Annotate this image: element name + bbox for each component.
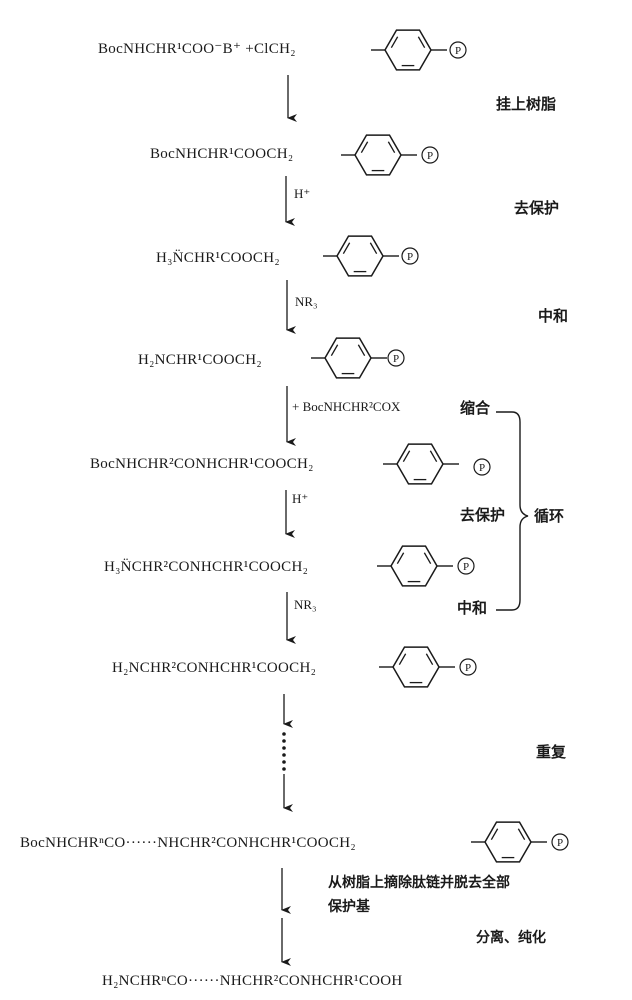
- benzene-ring: [471, 821, 547, 863]
- reagent-h-plus-2: H⁺: [292, 491, 308, 506]
- step-attach-label: 挂上树脂: [496, 95, 556, 113]
- formula-boc-aa-resin: BocNHCHR¹COOCH₂: [150, 146, 293, 162]
- reagent-h-plus: H⁺: [294, 186, 310, 201]
- resin-p-icon: P: [421, 146, 439, 164]
- formula-boc-amino-acid-salt: BocNHCHR¹COO⁻B⁺ +ClCH₂: [98, 41, 296, 57]
- benzene-ring: [379, 646, 455, 688]
- step-repeat-label: 重复: [536, 743, 567, 761]
- resin-p-label: P: [557, 837, 563, 849]
- resin-p-label: P: [407, 251, 413, 263]
- resin-p-label: P: [465, 662, 471, 674]
- formula-boc-dipeptide-resin: BocNHCHR²CONHCHR¹COOCH₂: [90, 456, 314, 472]
- formula-free-polypeptide: H₂NCHRⁿCO······NHCHR²CONHCHR¹COOH: [102, 973, 403, 989]
- benzene-ring: [323, 235, 399, 277]
- resin-p-icon: P: [459, 658, 477, 676]
- resin-p-label: P: [463, 561, 469, 573]
- cycle-neutralize-label: 中和: [457, 599, 487, 617]
- benzene-ring: [341, 134, 417, 176]
- cycle-condense-label: 缩合: [460, 399, 491, 417]
- reagent-nr3-2: NR₃: [294, 597, 317, 612]
- resin-p-icon: P: [551, 833, 569, 851]
- benzene-ring: [383, 443, 459, 485]
- cycle-brace: [496, 411, 529, 611]
- resin-p-icon: P: [387, 349, 405, 367]
- resin-p-label: P: [427, 150, 433, 162]
- reagent-boc-acylating: + BocNHCHR²COX: [292, 399, 401, 414]
- formula-free-amine-dipeptide-resin: H₂NCHR²CONHCHR¹COOCH₂: [112, 660, 316, 676]
- step-neutralize-label: 中和: [538, 307, 568, 325]
- resin-p-icon: P: [473, 458, 491, 476]
- step-purify-label: 分离、纯化: [476, 929, 546, 946]
- resin-p-icon: P: [457, 557, 475, 575]
- reagent-nr3: NR₃: [295, 294, 318, 309]
- formula-ammonium-aa-resin: H₃N̈CHR¹COOCH₂: [156, 249, 280, 266]
- cycle-label: 循环: [534, 507, 564, 525]
- benzene-ring: [311, 337, 387, 379]
- step-deprotect-label: 去保护: [514, 199, 559, 217]
- resin-p-icon: P: [401, 247, 419, 265]
- formula-boc-polypeptide-resin: BocNHCHRⁿCO······NHCHR²CONHCHR¹COOCH₂: [20, 835, 356, 851]
- resin-p-label: P: [479, 462, 485, 474]
- resin-p-label: P: [455, 45, 461, 57]
- resin-p-label: P: [393, 353, 399, 365]
- step-cleave-line2: 保护基: [327, 898, 371, 915]
- formula-ammonium-dipeptide-resin: H₃N̈CHR²CONHCHR¹COOCH₂: [104, 558, 308, 575]
- cycle-deprotect-label: 去保护: [460, 506, 505, 524]
- step-cleave-line1: 从树脂上摘除肽链并脱去全部: [328, 874, 510, 891]
- repeat-dots: [282, 732, 286, 771]
- resin-p-icon: P: [449, 41, 467, 59]
- benzene-ring: [377, 545, 453, 587]
- benzene-ring: [371, 29, 447, 71]
- formula-free-amine-aa-resin: H₂NCHR¹COOCH₂: [138, 352, 262, 368]
